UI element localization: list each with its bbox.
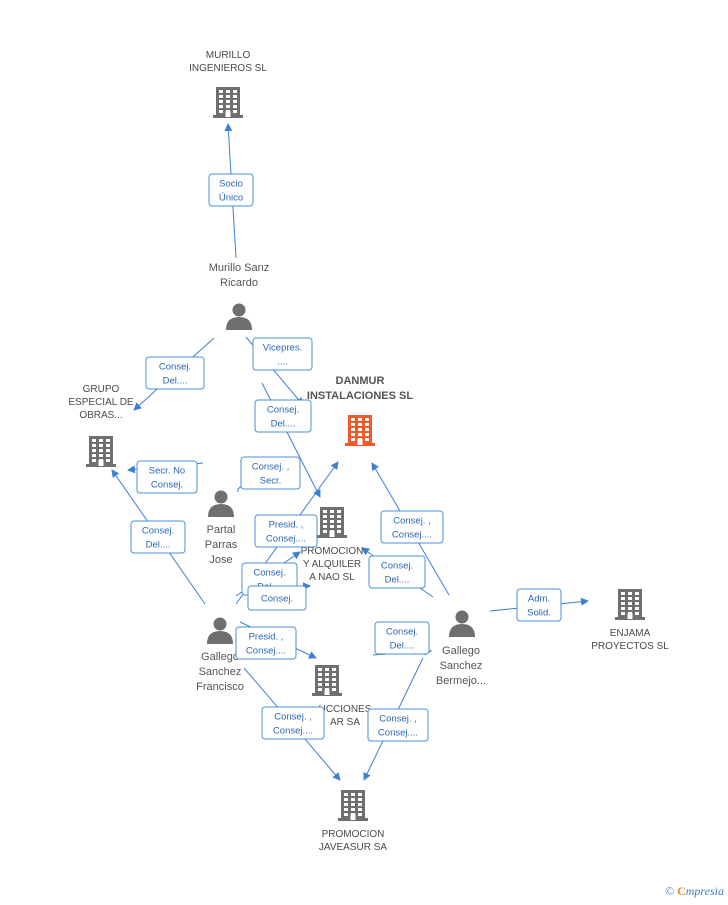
- copyright-icon: ©: [664, 884, 675, 898]
- edge-label-text: Del....: [146, 540, 171, 551]
- edge-label-box[interactable]: Consej. , Consej....: [367, 708, 429, 742]
- edge-label-box[interactable]: Consej. Del....: [368, 555, 426, 589]
- brand-initial: C: [677, 884, 686, 898]
- company-label-grupo-line: OBRAS...: [79, 410, 122, 421]
- edge-label-text: Del....: [271, 419, 296, 430]
- edge-label-text: Vicepres.: [263, 343, 302, 354]
- company-label-promocion_alquiler-line: A NAO SL: [309, 572, 355, 583]
- edge-label-box[interactable]: Consej. , Consej....: [261, 706, 325, 740]
- company-label-grupo-line: GRUPO: [83, 384, 120, 395]
- edge-label-text: Del....: [163, 376, 188, 387]
- edge-label-text: Consej.: [142, 526, 174, 537]
- edge-label-box[interactable]: Consej. Del....: [254, 399, 312, 433]
- edge-label-box[interactable]: Consej. Del....: [130, 520, 186, 554]
- company-label-construcciones-line: AR SA: [330, 717, 360, 728]
- edge-label-box[interactable]: Vicepres.....: [252, 337, 313, 371]
- company-label-grupo-line: ESPECIAL DE: [68, 397, 134, 408]
- person-label-gallego_francisco-line: Gallego: [201, 651, 239, 663]
- edges-layer: [111, 123, 589, 781]
- company-icon-enjama[interactable]: [615, 589, 645, 620]
- edge-label-text: Consej....: [273, 726, 313, 737]
- company-label-enjama-line: ENJAMA: [610, 628, 651, 639]
- edge-label-text: Secr.: [260, 476, 282, 487]
- edge-label-text: Único: [219, 193, 243, 204]
- edge-label-text: Consej.: [151, 480, 183, 491]
- person-icon-gallego_bermejo[interactable]: [449, 610, 475, 638]
- nodes-layer: MURILLO INGENIEROS SL DANMUR INSTALACIONES …: [68, 50, 669, 853]
- person-label-partal-line: Partal: [207, 524, 236, 536]
- edge-label-text: Consej.: [267, 405, 299, 416]
- edge-label-box[interactable]: Consej. , Consej....: [380, 510, 444, 544]
- person-label-murillo_sanz-line: Ricardo: [220, 277, 258, 289]
- edge-label-text: Consej.: [159, 362, 191, 373]
- edge-label-text: Consej. ,: [393, 516, 431, 527]
- person-label-partal-line: Jose: [209, 554, 232, 566]
- person-label-gallego_francisco-line: Sanchez: [199, 666, 242, 678]
- person-icon-partal[interactable]: [208, 490, 234, 518]
- edge-label-box[interactable]: Consej. Del....: [374, 621, 430, 655]
- person-label-gallego_bermejo-line: Sanchez: [440, 660, 483, 672]
- company-label-javeasur-line: JAVEASUR SA: [319, 842, 387, 853]
- edge-label-text: Consej....: [392, 530, 432, 541]
- edge-label-box[interactable]: Presid. , Consej....: [235, 626, 297, 660]
- brand-name: mpresia: [685, 884, 724, 898]
- person-icon-gallego_francisco[interactable]: [207, 617, 233, 645]
- edge-label-text: Adm.: [528, 594, 550, 605]
- company-label-construcciones-line: UCCIONES: [319, 704, 372, 715]
- company-label-murillo-line: MURILLO: [206, 50, 251, 61]
- edge-label-text: Consej.: [261, 594, 293, 605]
- edge-label-text: Secr. No: [149, 466, 185, 477]
- edge-label-text: Consej.: [386, 627, 418, 638]
- empresia-brand[interactable]: ©Cmpresia: [665, 884, 724, 899]
- edge-label-box[interactable]: Secr. No Consej.: [136, 460, 198, 494]
- edge-label-text: Consej....: [378, 728, 418, 739]
- company-label-murillo-line: INGENIEROS SL: [189, 63, 267, 74]
- company-label-promocion_alquiler-line: Y ALQUILER: [303, 559, 361, 570]
- company-icon-murillo[interactable]: [213, 87, 243, 118]
- edge-label-text: ....: [277, 357, 288, 368]
- person-label-gallego_bermejo-line: Gallego: [442, 645, 480, 657]
- company-icon-javeasur[interactable]: [338, 790, 368, 821]
- company-label-danmur-line: DANMUR: [336, 375, 385, 387]
- edge-label-text: Consej. ,: [379, 714, 417, 725]
- edge-label-box[interactable]: Adm. Solid.: [516, 588, 562, 622]
- edge-label-box[interactable]: Consej.: [247, 585, 307, 611]
- company-label-danmur-line: INSTALACIONES SL: [307, 390, 413, 402]
- company-icon-promocion_alquiler[interactable]: [317, 507, 347, 538]
- edge-label-text: Consej....: [246, 646, 286, 657]
- person-label-partal-line: Parras: [205, 539, 238, 551]
- edge-label-text: Del....: [390, 641, 415, 652]
- company-label-enjama-line: PROYECTOS SL: [591, 641, 669, 652]
- company-icon-grupo[interactable]: [86, 436, 116, 467]
- edge-label-text: Consej....: [266, 534, 306, 545]
- company-icon-danmur[interactable]: [345, 415, 375, 446]
- person-label-gallego_francisco-line: Francisco: [196, 681, 244, 693]
- edge-label-text: Presid. ,: [249, 632, 284, 643]
- edge-label-text: Solid.: [527, 608, 551, 619]
- edge-label-text: Consej. ,: [274, 712, 312, 723]
- edge-label-text: Presid. ,: [269, 520, 304, 531]
- edge-label-text: Consej.: [381, 561, 413, 572]
- company-label-promocion_alquiler-line: PROMOCION: [301, 546, 364, 557]
- edge-label-text: Del....: [385, 575, 410, 586]
- edge-label-box[interactable]: Consej. Del....: [145, 356, 205, 390]
- edge-label-text: Consej. ,: [252, 462, 290, 473]
- person-label-murillo_sanz-line: Murillo Sanz: [209, 262, 270, 274]
- person-icon-murillo_sanz[interactable]: [226, 303, 252, 331]
- company-icon-construcciones[interactable]: [312, 665, 342, 696]
- person-label-gallego_bermejo-line: Bermejo...: [436, 675, 486, 687]
- company-label-javeasur-line: PROMOCION: [322, 829, 385, 840]
- edge-label-text: Consej.: [253, 568, 285, 579]
- edge-label-text: Socio: [219, 179, 243, 190]
- edge-label-box[interactable]: Presid. , Consej....: [254, 514, 318, 548]
- edge-label-box[interactable]: Consej. , Secr.: [240, 456, 301, 490]
